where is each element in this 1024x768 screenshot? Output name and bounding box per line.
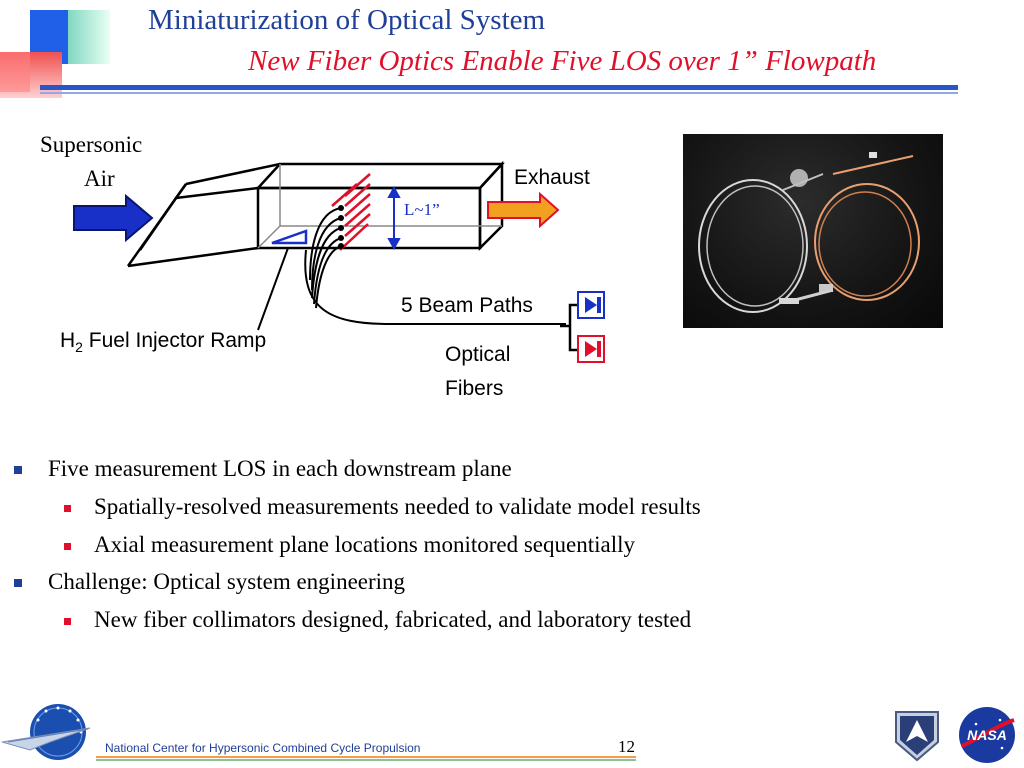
length-label: L~1”: [404, 200, 440, 219]
title-rule: [40, 85, 958, 90]
combustor-box: [255, 160, 505, 252]
fiber-coils-illustration: [698, 152, 920, 313]
fuel-label-subscript: 2: [75, 339, 83, 356]
fuel-leader-line: [257, 247, 289, 331]
detector-icon-1: [577, 291, 605, 319]
bullet-l1-challenge: Challenge: Optical system engineering: [14, 569, 406, 595]
bullet-marker: [64, 618, 71, 625]
exhaust-label: Exhaust: [514, 166, 590, 189]
slide-subtitle: New Fiber Optics Enable Five LOS over 1”…: [248, 45, 877, 77]
bullet-l2-axial-planes: Axial measurement plane locations monito…: [64, 532, 635, 558]
beam-paths-label: 5 Beam Paths: [401, 294, 533, 317]
page-number: 12: [618, 737, 635, 756]
collimator-ends: [338, 205, 344, 249]
bullet-text: Spatially-resolved measurements needed t…: [94, 494, 701, 519]
footer-text: National Center for Hypersonic Combined …: [105, 741, 421, 755]
ncp-jet-globe-logo: [1, 704, 91, 760]
bullet-marker: [64, 543, 71, 550]
fuel-injector-label: H2 Fuel Injector Ramp: [60, 329, 266, 355]
bullet-marker: [64, 505, 71, 512]
fuel-injector-ramp: [271, 229, 308, 245]
bullet-text: Challenge: Optical system engineering: [48, 569, 406, 594]
fuel-label-prefix: H: [60, 329, 76, 352]
inlet-arrow: [73, 193, 154, 243]
slide-title: Miniaturization of Optical System: [148, 4, 546, 36]
inlet-label-line1: Supersonic: [40, 132, 143, 157]
bullet-l1-measurement-los: Five measurement LOS in each downstream …: [14, 456, 512, 482]
bullet-l2-spatially-resolved: Spatially-resolved measurements needed t…: [64, 494, 701, 520]
fiber-optic-cables-photo: [683, 134, 943, 328]
title-rule-thin: [40, 92, 958, 94]
inlet-ramp: [126, 162, 281, 268]
bullet-text: Five measurement LOS in each downstream …: [48, 456, 512, 481]
inlet-label-line2: Air: [84, 166, 115, 191]
optical-fibers-label-line2: Fibers: [445, 377, 504, 400]
svg-text:NASA: NASA: [967, 727, 1007, 743]
fiber-bundle: [304, 207, 566, 325]
length-indicator: [387, 185, 401, 251]
bullet-text: New fiber collimators designed, fabricat…: [94, 607, 692, 632]
footer-rule-orange: [96, 756, 636, 758]
exhaust-arrow: [487, 191, 560, 229]
beam-paths: [331, 173, 371, 251]
bullet-text: Axial measurement plane locations monito…: [94, 532, 635, 557]
bullet-l2-fiber-collimators: New fiber collimators designed, fabricat…: [64, 607, 692, 633]
fiber-bracket: [560, 303, 578, 352]
flowpath-schematic: [73, 160, 605, 363]
footer-rule-green: [96, 759, 636, 761]
corner-decoration: [0, 0, 120, 100]
bullet-marker: [14, 579, 22, 587]
bullet-marker: [14, 466, 22, 474]
air-force-academy-logo: [895, 711, 939, 762]
detector-icon-2: [577, 335, 605, 363]
nasa-logo: NASA: [959, 707, 1015, 763]
fuel-label-suffix: Fuel Injector Ramp: [82, 329, 267, 352]
optical-fibers-label-line1: Optical: [445, 343, 511, 366]
scramjet-diagram: Supersonic Air Exhaust L~1” 5 Beam Paths…: [0, 100, 680, 420]
